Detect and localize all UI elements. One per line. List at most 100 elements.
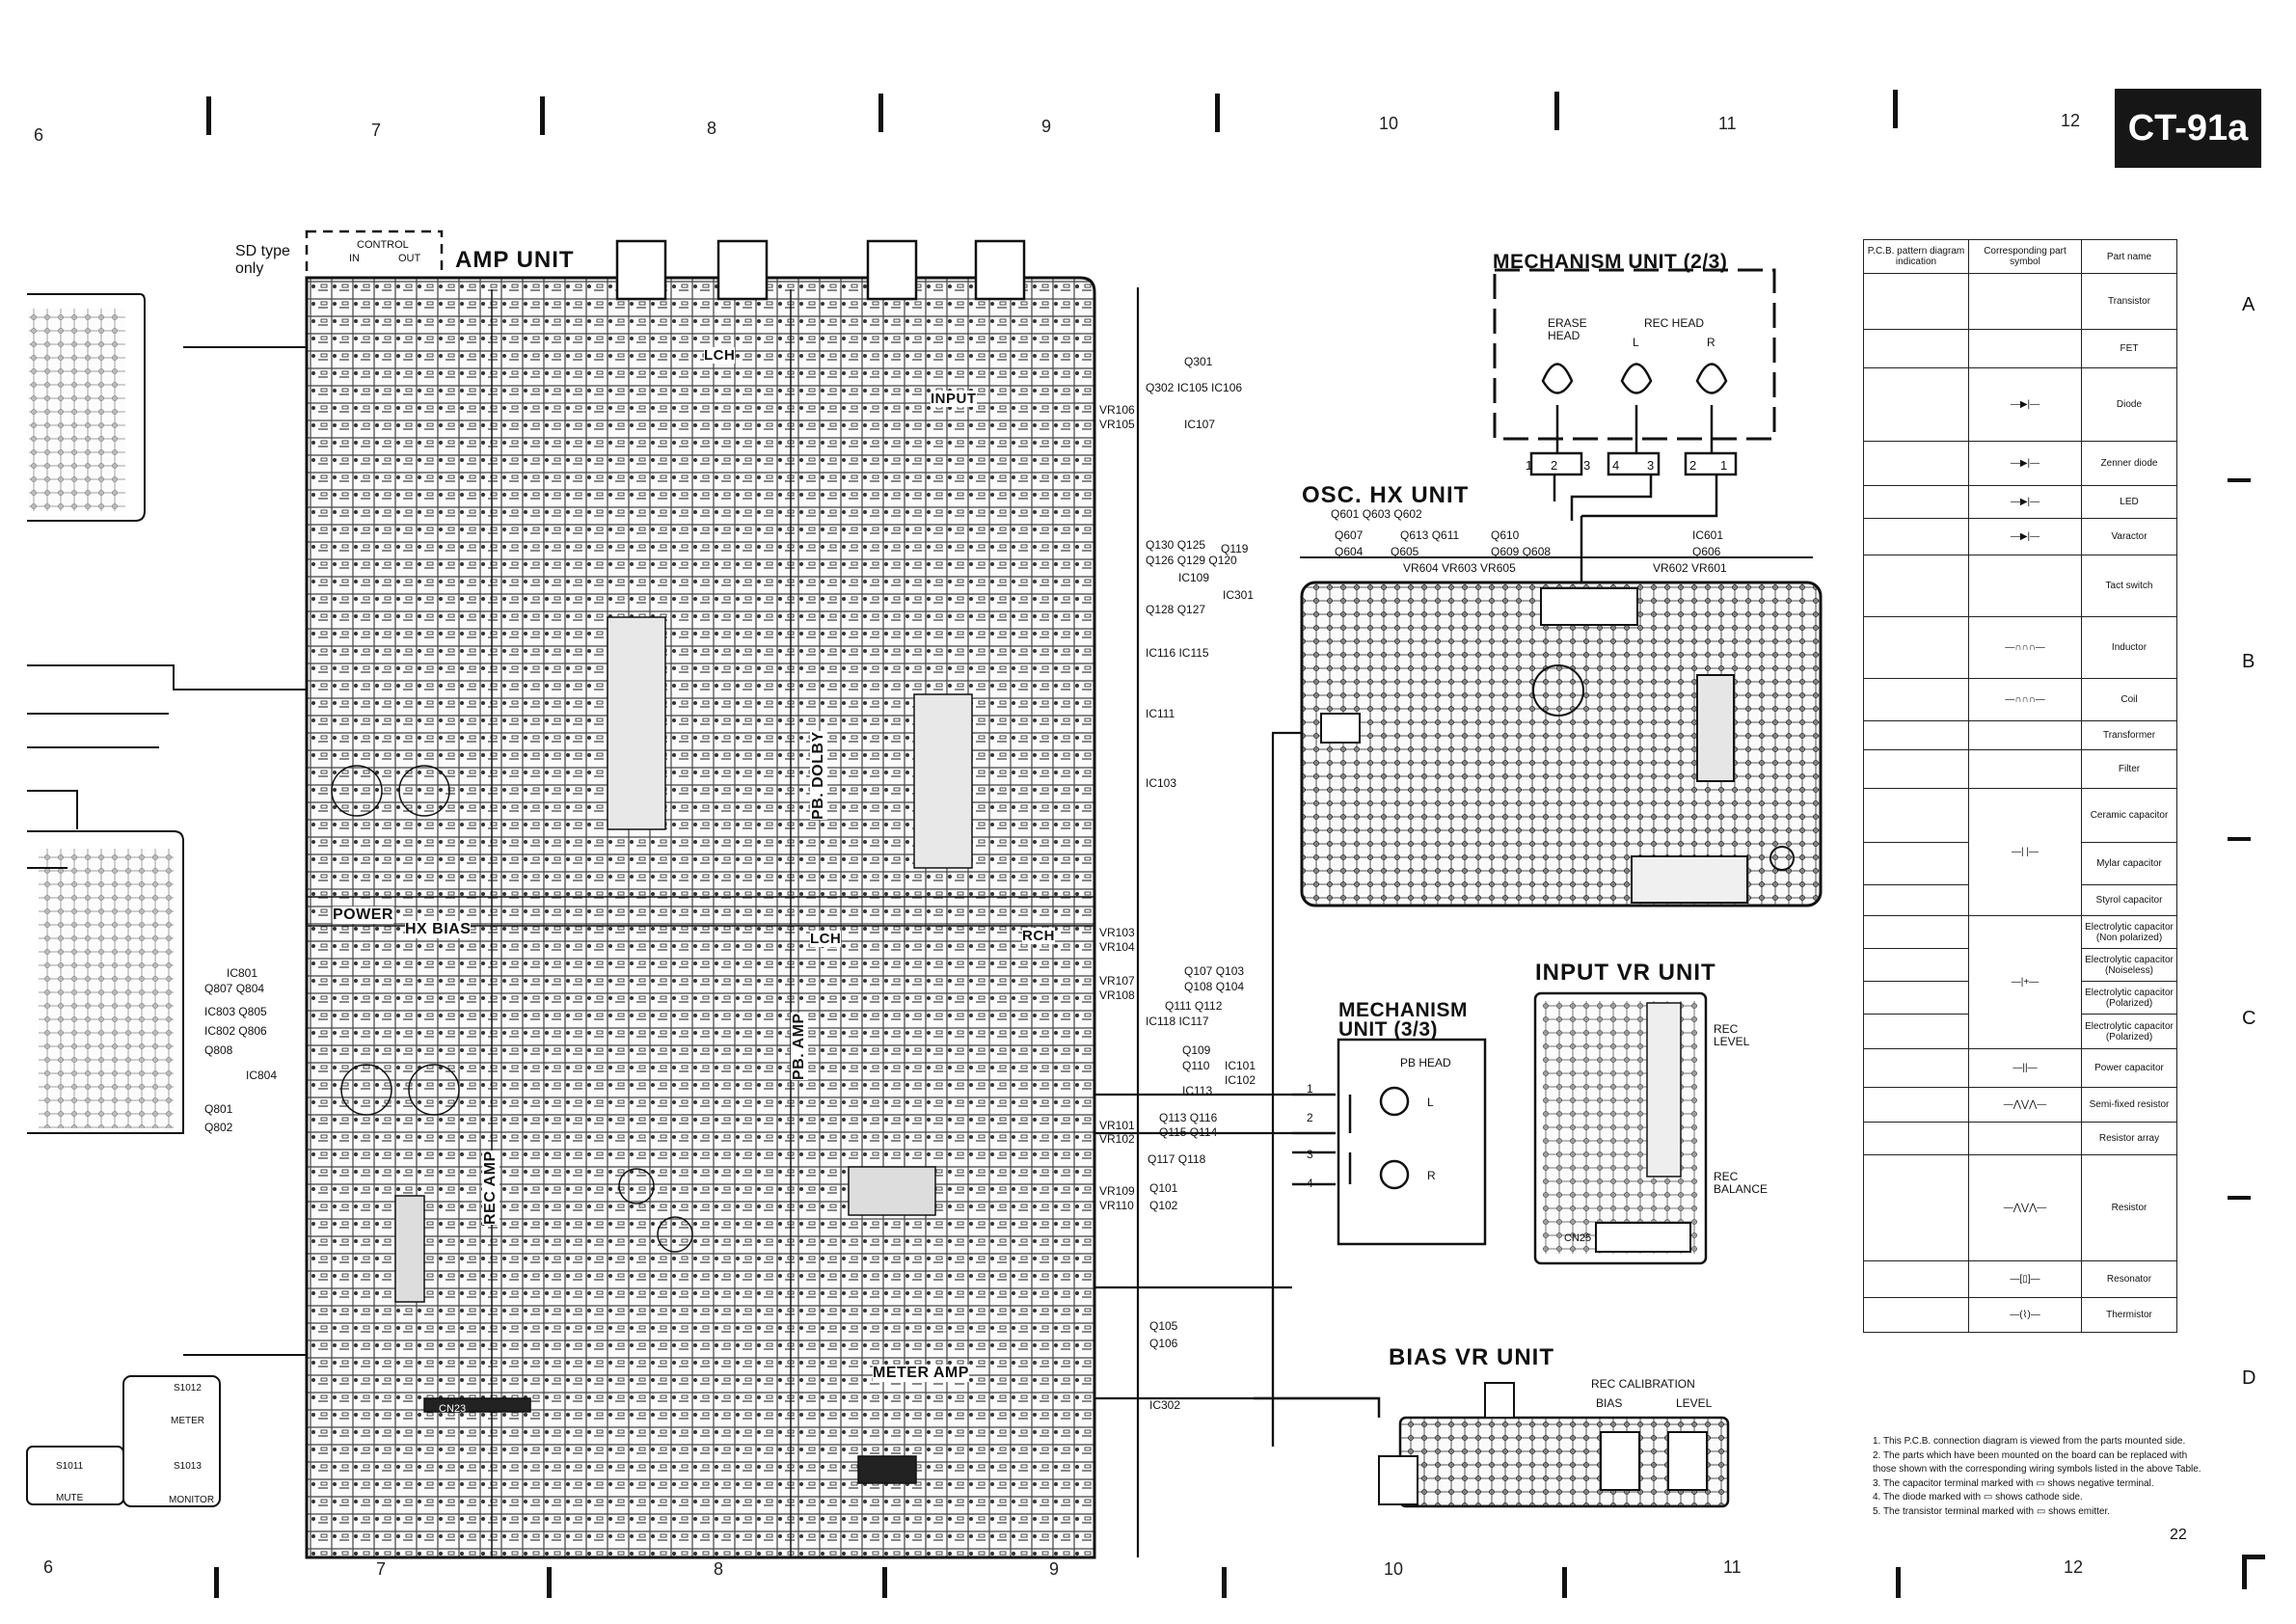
part-label: Q101 xyxy=(1149,1181,1178,1195)
legend-row: Varactor xyxy=(2081,518,2177,555)
osc-part-label: Q613 Q611 xyxy=(1400,528,1460,542)
part-label: IC804 xyxy=(246,1069,278,1082)
mech23-pin: 3 xyxy=(1647,458,1655,473)
part-label: MONITOR xyxy=(169,1495,215,1505)
block-label-input: INPUT xyxy=(931,391,977,407)
vr-label: VR106 xyxy=(1099,403,1135,417)
osc-vr-label: VR602 VR601 xyxy=(1653,561,1727,575)
legend-note: 4. The diode marked with ▭ shows cathode… xyxy=(1873,1492,2083,1502)
part-label: Q126 Q129 Q120 xyxy=(1146,554,1237,567)
mech33-title-1: MECHANISM xyxy=(1338,999,1468,1021)
rec-head-label: REC HEAD xyxy=(1644,316,1705,330)
osc-board xyxy=(1300,581,1823,907)
grid-number: 10 xyxy=(1384,1559,1404,1579)
grid-tick xyxy=(206,96,211,135)
grid-tick xyxy=(1562,1567,1567,1598)
grid-number: 11 xyxy=(1723,1557,1742,1577)
legend-row: LED xyxy=(2081,485,2177,519)
legend-note: those shown with the corresponding wirin… xyxy=(1873,1464,2201,1475)
legend-row: Styrol capacitor xyxy=(2081,884,2177,916)
part-label: Q807 Q804 xyxy=(204,982,265,995)
grid-tick xyxy=(878,94,883,132)
part-label: IC802 Q806 xyxy=(204,1024,267,1038)
amp-board-details xyxy=(307,289,1094,1557)
mech23-pin: 1 xyxy=(1526,458,1533,473)
cn25-label: CN25 xyxy=(1564,1232,1592,1244)
osc-part-label: Q604 xyxy=(1335,545,1364,558)
part-label: Q109 xyxy=(1182,1043,1211,1057)
part-label: Q117 Q118 xyxy=(1148,1152,1206,1166)
part-label: IC118 IC117 xyxy=(1146,1015,1209,1028)
osc-part-label: Q601 Q603 Q602 xyxy=(1331,507,1422,521)
corner-mark xyxy=(2242,1555,2247,1589)
grid-number: 8 xyxy=(707,119,717,138)
grid-number: 12 xyxy=(2061,111,2081,130)
mech33-pin: 4 xyxy=(1307,1177,1313,1190)
amp-board xyxy=(305,276,1096,1559)
biasvr-title: BIAS VR UNIT xyxy=(1389,1344,1555,1370)
parts-legend-table: P.C.B. pattern diagram indication Corres… xyxy=(1863,239,2177,1333)
grid-number: 6 xyxy=(43,1557,54,1577)
cn23-label: CN23 xyxy=(439,1403,467,1415)
corner-mark xyxy=(2242,1555,2265,1559)
part-label: IC101 xyxy=(1225,1059,1256,1072)
legend-row: Electrolytic capacitor (Polarized) xyxy=(2081,981,2177,1015)
rec-calibration-label: REC CALIBRATION xyxy=(1591,1377,1695,1391)
mech23-pin: 1 xyxy=(1720,458,1728,473)
block-label-pb-amp: PB. AMP xyxy=(791,1013,808,1080)
part-label: Q119 xyxy=(1221,542,1249,555)
legend-row: Transformer xyxy=(2081,720,2177,750)
mech23-pin: 3 xyxy=(1583,458,1591,473)
mech33-title-2: UNIT (3/3) xyxy=(1338,1018,1439,1041)
grid-number: 9 xyxy=(1041,117,1052,136)
sd-only-label: only xyxy=(235,260,264,277)
legend-row: Power capacitor xyxy=(2081,1048,2177,1088)
part-label: Q302 IC105 IC106 xyxy=(1146,381,1243,394)
legend-row: Filter xyxy=(2081,749,2177,789)
part-label: Q113 Q116 xyxy=(1159,1111,1218,1124)
sd-out-label: OUT xyxy=(398,253,421,264)
legend-note: 5. The transistor terminal marked with ▭… xyxy=(1873,1505,2111,1517)
osc-part-label: IC601 xyxy=(1692,528,1724,542)
grid-number: 7 xyxy=(376,1559,387,1579)
part-label: Q108 Q104 xyxy=(1184,980,1245,993)
legend-row: Thermistor xyxy=(2081,1297,2177,1333)
mech23-pin: 2 xyxy=(1689,458,1697,473)
osc-board-details xyxy=(1320,587,1795,904)
osc-part-label: Q606 xyxy=(1692,545,1721,558)
pb-head-l: L xyxy=(1427,1096,1434,1109)
grid-tick xyxy=(1554,92,1559,130)
part-label: IC302 xyxy=(1149,1398,1181,1412)
amp-wiring xyxy=(1094,287,1379,1557)
vr-label: VR108 xyxy=(1099,988,1135,1002)
legend-row: Electrolytic capacitor (Polarized) xyxy=(2081,1014,2177,1049)
legend-header: Part name xyxy=(2081,239,2177,274)
model-badge: CT-91a xyxy=(2115,89,2261,168)
mech23-title: MECHANISM UNIT (2/3) xyxy=(1493,251,1728,273)
legend-row: Tact switch xyxy=(2081,555,2177,617)
vr-label: VR103 xyxy=(1099,926,1135,939)
grid-tick xyxy=(882,1567,887,1598)
legend-row: Electrolytic capacitor (Non polarized) xyxy=(2081,915,2177,949)
part-label: Q115 Q114 xyxy=(1159,1125,1218,1139)
part-label: Q301 xyxy=(1184,355,1213,368)
grid-tick xyxy=(547,1567,552,1598)
block-label-power: POWER xyxy=(333,907,393,924)
grid-tick xyxy=(1222,1567,1227,1598)
rec-balance-label-1: REC xyxy=(1714,1170,1739,1183)
grid-letter: B xyxy=(2242,651,2255,672)
part-label: Q105 xyxy=(1149,1319,1178,1333)
amp-unit-title: AMP UNIT xyxy=(455,247,575,273)
block-label-pb-dolby: PB. DOLBY xyxy=(810,731,827,820)
rec-head-r: R xyxy=(1707,336,1715,349)
mech23-box xyxy=(1493,268,1776,598)
part-label: Q110 xyxy=(1182,1059,1210,1072)
part-label: S1012 xyxy=(174,1383,202,1394)
rec-head-l: L xyxy=(1633,336,1639,349)
legend-row: Mylar capacitor xyxy=(2081,842,2177,885)
inputvr-title: INPUT VR UNIT xyxy=(1535,960,1716,986)
grid-dash xyxy=(2228,1196,2251,1200)
part-label: Q802 xyxy=(204,1121,233,1134)
osc-vr-label: VR604 VR603 VR605 xyxy=(1403,561,1516,575)
osc-part-label: Q610 xyxy=(1491,528,1520,542)
